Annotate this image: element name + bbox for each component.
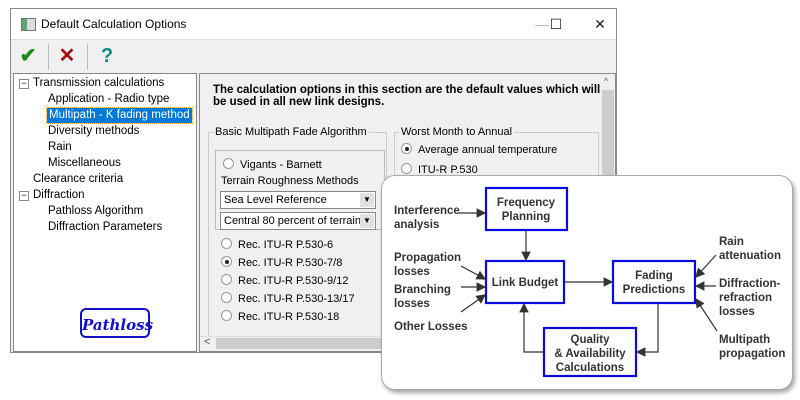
toolbar: ✔ ✕ ? xyxy=(11,39,616,72)
input-label: analysis xyxy=(394,219,439,231)
help-icon[interactable]: ? xyxy=(100,45,114,67)
collapse-icon[interactable]: − xyxy=(19,79,29,89)
radio-p530-7-8[interactable]: Rec. ITU-R P.530-7/8 xyxy=(221,256,342,269)
tree-item-diversity[interactable]: Diversity methods xyxy=(48,125,140,137)
tree-item-transmission[interactable]: Transmission calculations xyxy=(33,77,165,89)
tree-item-multipath[interactable]: Multipath - K fading method xyxy=(46,107,193,124)
label: & Availability xyxy=(554,348,626,360)
vigants-subgroup: Vigants - Barnett Terrain Roughness Meth… xyxy=(215,150,385,230)
toolbar-separator xyxy=(48,44,49,70)
workflow-diagram: Frequency Planning Link Budget Fading Pr… xyxy=(381,175,793,390)
radio-vigants[interactable]: Vigants - Barnett xyxy=(223,158,322,171)
input-label: Branching xyxy=(394,284,451,296)
app-icon xyxy=(21,18,36,31)
radio-p530-18[interactable]: Rec. ITU-R P.530-18 xyxy=(221,310,339,323)
arrow-rain xyxy=(695,254,717,278)
label: Planning xyxy=(502,211,551,223)
chevron-down-icon: ▼ xyxy=(360,193,374,207)
box-link-budget xyxy=(484,259,566,305)
collapse-icon[interactable]: − xyxy=(19,191,29,201)
label: Link Budget xyxy=(492,277,559,289)
input-label: Propagation xyxy=(394,252,461,264)
group-title: Worst Month to Annual xyxy=(401,126,513,138)
cancel-x-icon[interactable]: ✕ xyxy=(58,45,76,67)
input-label: Multipath xyxy=(719,334,770,346)
input-label: Interference xyxy=(394,205,460,217)
options-tree: − Transmission calculations Application … xyxy=(13,73,197,352)
window-title: Default Calculation Options xyxy=(41,17,187,31)
arrow-fading-to-quality xyxy=(635,303,659,357)
input-label: Rain xyxy=(719,236,744,248)
intro-text: The calculation options in this section … xyxy=(213,84,601,108)
input-label: losses xyxy=(394,298,430,310)
tree-item-rain[interactable]: Rain xyxy=(48,141,72,153)
basic-multipath-group: Basic Multipath Fade Algorithm Vigants -… xyxy=(208,126,387,340)
terrain-percent-select[interactable]: Central 80 percent of terrain▼ xyxy=(220,212,376,230)
terrain-label: Terrain Roughness Methods xyxy=(221,175,359,187)
chevron-down-icon: ▼ xyxy=(360,214,374,228)
input-label: refraction xyxy=(719,292,772,304)
label: Quality xyxy=(571,334,611,346)
close-button[interactable]: ✕ xyxy=(594,16,606,32)
tree-item-clearance[interactable]: Clearance criteria xyxy=(33,173,124,185)
toolbar-separator xyxy=(87,44,88,70)
tree-item-miscellaneous[interactable]: Miscellaneous xyxy=(48,157,121,169)
input-label: propagation xyxy=(719,348,785,360)
group-title: Basic Multipath Fade Algorithm xyxy=(215,126,367,138)
arrow-multipath xyxy=(695,297,718,332)
tree-item-pathloss-algorithm[interactable]: Pathloss Algorithm xyxy=(48,205,144,217)
tree-item-diffraction-parameters[interactable]: Diffraction Parameters xyxy=(48,221,163,233)
arrow-quality-to-link xyxy=(519,302,544,353)
radio-p530-13-17[interactable]: Rec. ITU-R P.530-13/17 xyxy=(221,292,355,305)
input-label: losses xyxy=(719,306,755,318)
tree-item-application[interactable]: Application - Radio type xyxy=(48,93,170,105)
radio-average-temp[interactable]: Average annual temperature xyxy=(401,143,557,156)
label: Frequency xyxy=(497,197,556,209)
box-fading-predictions xyxy=(611,259,697,305)
connector-arrows xyxy=(459,208,718,357)
label: Calculations xyxy=(556,362,624,374)
ok-check-icon[interactable]: ✔ xyxy=(19,45,37,67)
radio-p530-6[interactable]: Rec. ITU-R P.530-6 xyxy=(221,238,333,251)
radio-p530-9-12[interactable]: Rec. ITU-R P.530-9/12 xyxy=(221,274,348,287)
arrow-other xyxy=(460,294,486,313)
arrow-propagation xyxy=(460,265,487,280)
input-label: attenuation xyxy=(719,250,781,262)
pathloss-logo: Pathloss xyxy=(80,308,153,338)
input-label: losses xyxy=(394,266,430,278)
box-quality-availability xyxy=(542,326,638,378)
radio-itu-p530[interactable]: ITU-R P.530 xyxy=(401,163,478,176)
title-bar: Default Calculation Options — ☐ ✕ xyxy=(11,9,616,39)
tree-item-diffraction[interactable]: Diffraction xyxy=(33,189,85,201)
label: Predictions xyxy=(623,284,686,296)
label: Fading xyxy=(635,270,673,282)
terrain-method-select[interactable]: Sea Level Reference▼ xyxy=(220,191,376,209)
minimize-button[interactable]: — xyxy=(535,16,549,32)
input-label: Diffraction- xyxy=(719,278,781,290)
worst-month-group: Worst Month to Annual Average annual tem… xyxy=(394,126,599,208)
maximize-button[interactable]: ☐ xyxy=(549,16,563,32)
input-label: Other Losses xyxy=(394,321,468,333)
box-frequency-planning xyxy=(484,186,569,232)
